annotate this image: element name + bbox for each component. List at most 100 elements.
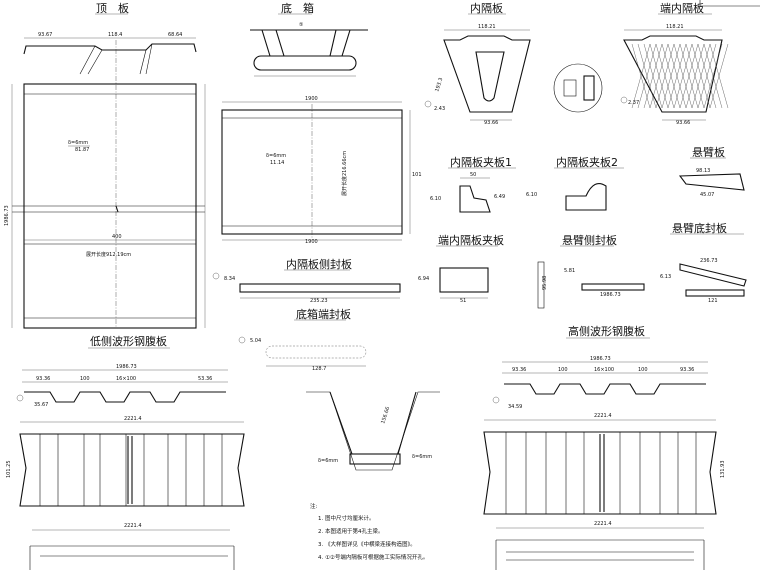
inner-diaphragm-opening (475, 51, 505, 102)
inner-diaphragm-outline (443, 35, 531, 113)
cantilever-plate-title: 悬臂板 (692, 145, 725, 159)
low-web-plan (19, 433, 245, 507)
low-web-view: 低侧波形钢腹板 1986.73 93.36 100 16×100 53.36 3… (6, 334, 245, 570)
dim-text: 2221.4 (594, 521, 612, 527)
bottom-box-section: 156.66 δ=6mm δ=6mm (306, 391, 440, 471)
high-web-corrugation (504, 383, 706, 395)
note-item: 1. 图中尺寸均厘米计。 (318, 514, 375, 522)
end-clamp-title: 端内隔板夹板 (438, 233, 504, 247)
note-item: 3. 《大样图详见《中横梁连接构造图》。 (318, 540, 416, 548)
end-diaphragm-title: 端内隔板 (660, 1, 704, 15)
cantilever-plate-view: 悬臂板 98.13 45.07 (678, 145, 745, 198)
weld-callout: 6.94 (418, 276, 429, 282)
inner-clamp-2-view: 内隔板夹板2 6.10 (526, 155, 624, 211)
weld-callout: 6.10 (526, 192, 537, 198)
dim-text: 68.64 (168, 32, 182, 38)
dim-text: 100 (638, 367, 648, 373)
dim-text: 45.07 (700, 192, 714, 198)
dim-text: 93.66 (484, 120, 498, 126)
dim-text: 53.36 (198, 376, 212, 382)
bottom-box-unfold: 展开长度216.66cm (341, 151, 348, 196)
inner-diaphragm-view: 内隔板 118.21 93.66 193.3 2.43 (424, 1, 531, 126)
inner-clamp-1-shape (459, 185, 491, 213)
dim-text: 1900 (305, 96, 318, 102)
cantilever-side-seal-title: 悬臂侧封板 (562, 233, 617, 247)
weld-callout: 11.14 (270, 160, 284, 166)
dim-text: 1986.73 (4, 205, 10, 226)
joint-mark (115, 205, 119, 213)
low-web-corrugation (24, 391, 226, 403)
top-plate-unfold: 展开长度912.19cm (86, 251, 131, 258)
dim-text: 101.25 (6, 461, 12, 479)
mesh-hatch (709, 43, 729, 109)
dim-text: 118.4 (108, 32, 122, 38)
inner-clamp-2-shape (565, 183, 607, 211)
bottom-end-seal-view: 底箱端封板 128.7 5.04 (238, 307, 367, 372)
dim-text: 2221.4 (594, 413, 612, 419)
dim-text: 121 (708, 298, 718, 304)
dim-text: 100 (558, 367, 568, 373)
weld-callout: 35.67 (34, 402, 48, 408)
side-seal-plan (581, 283, 645, 291)
detail-block (583, 75, 595, 101)
section-web (329, 391, 417, 455)
cantilever-bottom-seal-view: 悬臂底封板 236.73 6.13 121 (660, 221, 747, 304)
inner-clamp-1-title: 内隔板夹板1 (450, 155, 512, 169)
dim-text: 118.21 (666, 24, 684, 30)
weld-callout: δ=6mm (318, 458, 338, 464)
end-clamp-shape (439, 267, 489, 293)
dim-text: 236.73 (700, 258, 718, 264)
mesh-hatch (703, 43, 723, 109)
cantilever-bottom-seal-title: 悬臂底封板 (672, 221, 727, 235)
dim-text: 118.21 (478, 24, 496, 30)
callout-bubble (238, 336, 246, 344)
note-item: 2. 本图适用于第4孔主梁。 (318, 527, 384, 535)
high-web-title: 高侧波形钢腹板 (568, 324, 645, 338)
inner-clamp-1-view: 内隔板夹板1 50 6.49 6.10 (430, 155, 516, 213)
dim-text: 98.13 (696, 168, 710, 174)
end-diaphragm-mesh (631, 43, 729, 109)
dim-text: 95.98 (542, 276, 548, 290)
notes-block: 注: 1. 图中尺寸均厘米计。 2. 本图适用于第4孔主梁。 3. 《大样图详见… (310, 502, 428, 561)
low-web-folds (39, 434, 223, 506)
weld-callout: 5.04 (250, 338, 261, 344)
dim-text: 51 (460, 298, 466, 304)
dim-text: 235.23 (310, 298, 328, 304)
weld-callout: 34.59 (508, 404, 522, 410)
dim-text: 6.49 (494, 194, 505, 200)
weld-callout: 2.37 (628, 100, 639, 106)
dim-text: 101 (412, 172, 422, 178)
dim-text: 193.3 (434, 77, 444, 92)
dim-text: 1900 (305, 239, 318, 245)
dim-text: 93.67 (38, 32, 52, 38)
detail-circle (553, 63, 603, 113)
bottom-box-webs (261, 29, 351, 57)
dim-text: 93.66 (676, 120, 690, 126)
bottom-box-flange (253, 55, 357, 71)
top-plate-view: 顶 板 93.67 118.4 68.64 1986.73 400 展开长度91… (4, 1, 206, 329)
weld-callout: 6.10 (430, 196, 441, 202)
dim-text: 93.36 (680, 367, 694, 373)
cantilever-bottom-seal-slope (679, 263, 747, 287)
high-web-repeat (495, 539, 705, 570)
dim-text: 400 (112, 234, 122, 240)
detail-block (563, 79, 577, 97)
sheet-frame-corner (699, 0, 760, 7)
inner-side-seal-plate (239, 283, 401, 293)
dim-text: 1986.73 (116, 364, 137, 370)
weld-callout: δ=6mm (68, 140, 88, 146)
weld-callout: 5.81 (564, 268, 575, 274)
low-web-repeat (29, 545, 235, 570)
note-item: 4. ①②号端内隔板可根据施工实际情况开孔。 (318, 553, 428, 561)
bottom-end-seal-title: 底箱端封板 (296, 307, 351, 321)
callout-bubble (492, 396, 500, 404)
callout-bubble (620, 96, 628, 104)
dim-text: 100 (80, 376, 90, 382)
low-web-title: 低侧波形钢腹板 (90, 334, 167, 348)
cantilever-bottom-seal-plan (685, 289, 745, 297)
weld-callout: δ=6mm (266, 153, 286, 159)
callout-bubble (16, 394, 24, 402)
weld-callout: 2.43 (434, 106, 445, 112)
high-web-plan (483, 431, 717, 515)
